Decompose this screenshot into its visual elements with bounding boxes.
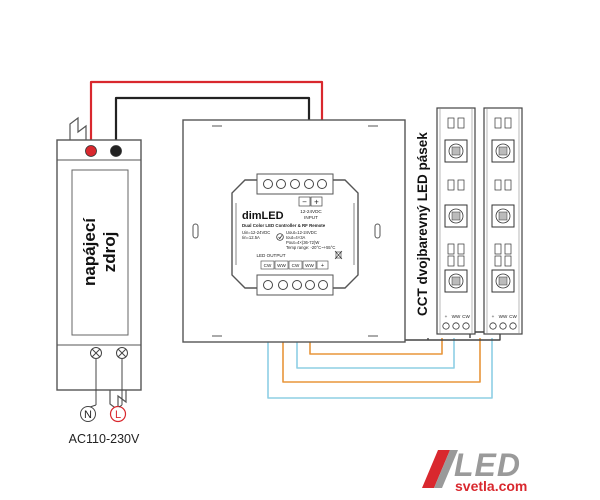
controller-input-screws [263,179,327,189]
logo-slash-icon [422,450,458,488]
strip-2-led-chip-die-0 [498,146,508,156]
controller-input-plus: + [314,198,319,207]
controller-spec-right-2: Iout=4×3A [286,235,306,240]
controller-spec-right-1: Uout=12-24VDC [286,230,317,235]
psu-bottom-tab [109,390,127,412]
strip-2-resistor-b-3 [504,255,512,267]
strip-1-pad-label-0: + [445,314,448,319]
strip-1-resistor-1 [447,179,455,191]
controller-spec-right-4: Temp range: -20°C~+55°C [286,245,335,250]
logo-text-sub: svetla.com [455,478,527,494]
strip-1-resistor-b-2 [457,243,465,255]
strip-2-resistor-b-1 [504,179,512,191]
psu-label-panel [71,169,129,336]
mains-voltage-label: AC110-230V [69,432,140,446]
psu-top-tab [69,116,87,140]
controller-output-terminal-labels: CW WW CW WW + [260,260,329,270]
psu-screw-n-icon [90,347,102,359]
strip-2-pad-2 [509,322,517,330]
ce-mark-icon [276,233,284,241]
strip-2-pad-1 [499,322,507,330]
psu-screw-l-icon [116,347,128,359]
psu-label-line1: napájecí [80,217,99,286]
strip-1-resistor-0 [447,117,455,129]
strip-2-pad-label-2: CW [509,314,517,319]
controller-input-voltage: 12-24VDC [300,209,322,214]
psu-terminal-negative [110,145,122,157]
mains-l-label: L [115,409,121,421]
strip-1-led-chip-icon [444,269,468,293]
psu-terminal-positive [85,145,97,157]
mains-l-circle [109,405,127,423]
power-supply: N L AC110-230V napájecí zdroj [56,116,142,446]
logo-led-svetla: LED svetla.com [422,447,527,494]
strip-1-resistor-3 [447,255,455,267]
strip-1-led-chip-die-0 [451,146,461,156]
output-terminal-label-5: + [321,263,324,269]
strip-1-pad-1 [452,322,460,330]
controller-spec-left-2: Iin=12.5A [242,235,260,240]
weee-bin-icon [334,250,343,260]
controller-output-label: LED OUTPUT [256,253,285,258]
strip-2-led-chip-icon [491,269,515,293]
strip-2-led-chip-icon [491,204,515,228]
strip-1-resistor-b-1 [457,179,465,191]
strip-1-led-chip-icon [444,204,468,228]
strip-1-pad-label-2: CW [462,314,470,319]
controller-output-screws [263,280,328,290]
strip-1-led-chip-icon [444,139,468,163]
controller-input-minus: − [302,198,307,207]
logo-text-main: LED [454,447,521,483]
strip-2-pad-label-0: + [492,314,495,319]
output-terminal-label-2: WW [277,263,286,268]
strip-1-resistor-b-3 [457,255,465,267]
strip-2-pad-0 [489,322,497,330]
strip-2-led-chip-die-2 [498,276,508,286]
strip-2-resistor-3 [494,255,502,267]
strip-2-resistor-1 [494,179,502,191]
strip-1-pad-label-1: WW [452,314,461,319]
strip-2-led-chip-die-1 [498,211,508,221]
strip-title: CCT dvojbarevný LED pásek [415,132,430,316]
strip-1-led-chip-die-1 [451,211,461,221]
strip-1-pad-0 [442,322,450,330]
strip-1-resistor-2 [447,243,455,255]
output-terminal-label-4: WW [305,263,314,268]
controller-model: Dual Color LED Controller & RF Remote [242,223,326,228]
strip-2-resistor-b-2 [504,243,512,255]
strip-1-resistor-b-0 [457,117,465,129]
controller-input-label: INPUT [304,215,318,220]
strip-1-pad-2 [462,322,470,330]
psu-label-line2: zdroj [100,232,119,273]
controller-brand: dimLED [242,210,284,222]
strip-2-resistor-0 [494,117,502,129]
controller-spec-right-3: Pout=4×(36-72)W [286,240,319,245]
controller-spec-left-1: Uin=12-24VDC [242,230,270,235]
output-terminal-label-3: CW [292,263,300,268]
strip-2-led-chip-icon [491,139,515,163]
mains-n-circle [80,406,96,422]
output-terminal-label-1: CW [264,263,272,268]
strip-1-led-chip-die-2 [451,276,461,286]
mains-n-label: N [84,409,92,421]
controller: − + 12-24VDC INPUT dimLED Dual Color LED… [231,173,359,296]
strip-2-pad-label-1: WW [499,314,508,319]
strip-2-resistor-b-0 [504,117,512,129]
strip-2-resistor-2 [494,243,502,255]
